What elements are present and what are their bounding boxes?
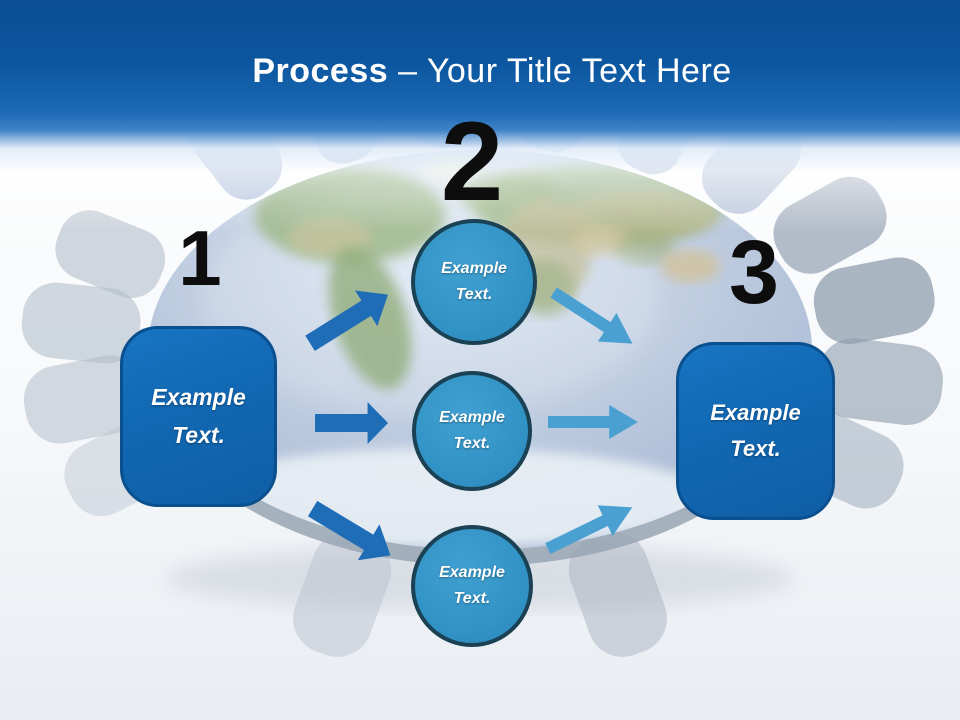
arrow-right-bottom[interactable] [538, 488, 642, 569]
circle-text-line: Example [441, 260, 507, 278]
box-text-line: Text. [172, 421, 225, 448]
process-circle-top[interactable]: Example Text. [411, 219, 537, 345]
box-text-line: Example [710, 399, 801, 425]
chair-silhouette [23, 355, 147, 444]
circle-text-line: Example [439, 409, 505, 427]
chair-silhouette [568, 531, 667, 657]
circle-text-line: Text. [453, 590, 491, 607]
arrow-right-middle[interactable] [548, 400, 638, 444]
title-emphasis: Process [252, 52, 389, 90]
slide-title[interactable]: Process – Your Title Text Here [252, 52, 731, 91]
box-text-line: Example [151, 383, 246, 410]
title-rest: – Your Title Text Here [388, 52, 732, 90]
process-circle-bottom[interactable]: Example Text. [411, 525, 533, 647]
process-box-right[interactable]: Example Text. [676, 342, 835, 520]
chair-silhouette [293, 531, 392, 657]
circle-text-line: Example [439, 564, 505, 582]
chair-silhouette [55, 210, 166, 299]
step-number-2[interactable]: 2 [440, 99, 504, 224]
circle-text-line: Text. [455, 286, 493, 303]
circle-text-line: Text. [453, 435, 491, 452]
arrow-left-top[interactable] [298, 276, 399, 362]
process-circle-middle[interactable]: Example Text. [412, 371, 532, 491]
arrow-left-bottom[interactable] [301, 490, 402, 575]
arrow-right-top[interactable] [542, 274, 645, 362]
process-box-left[interactable]: Example Text. [120, 326, 277, 507]
chair-silhouette [817, 338, 943, 425]
chair-silhouette [21, 282, 141, 364]
step-number-3[interactable]: 3 [728, 223, 780, 323]
step-number-1[interactable]: 1 [178, 214, 222, 302]
arrow-left-middle[interactable] [315, 401, 388, 445]
box-text-line: Text. [730, 436, 781, 461]
chair-silhouette [813, 257, 935, 345]
